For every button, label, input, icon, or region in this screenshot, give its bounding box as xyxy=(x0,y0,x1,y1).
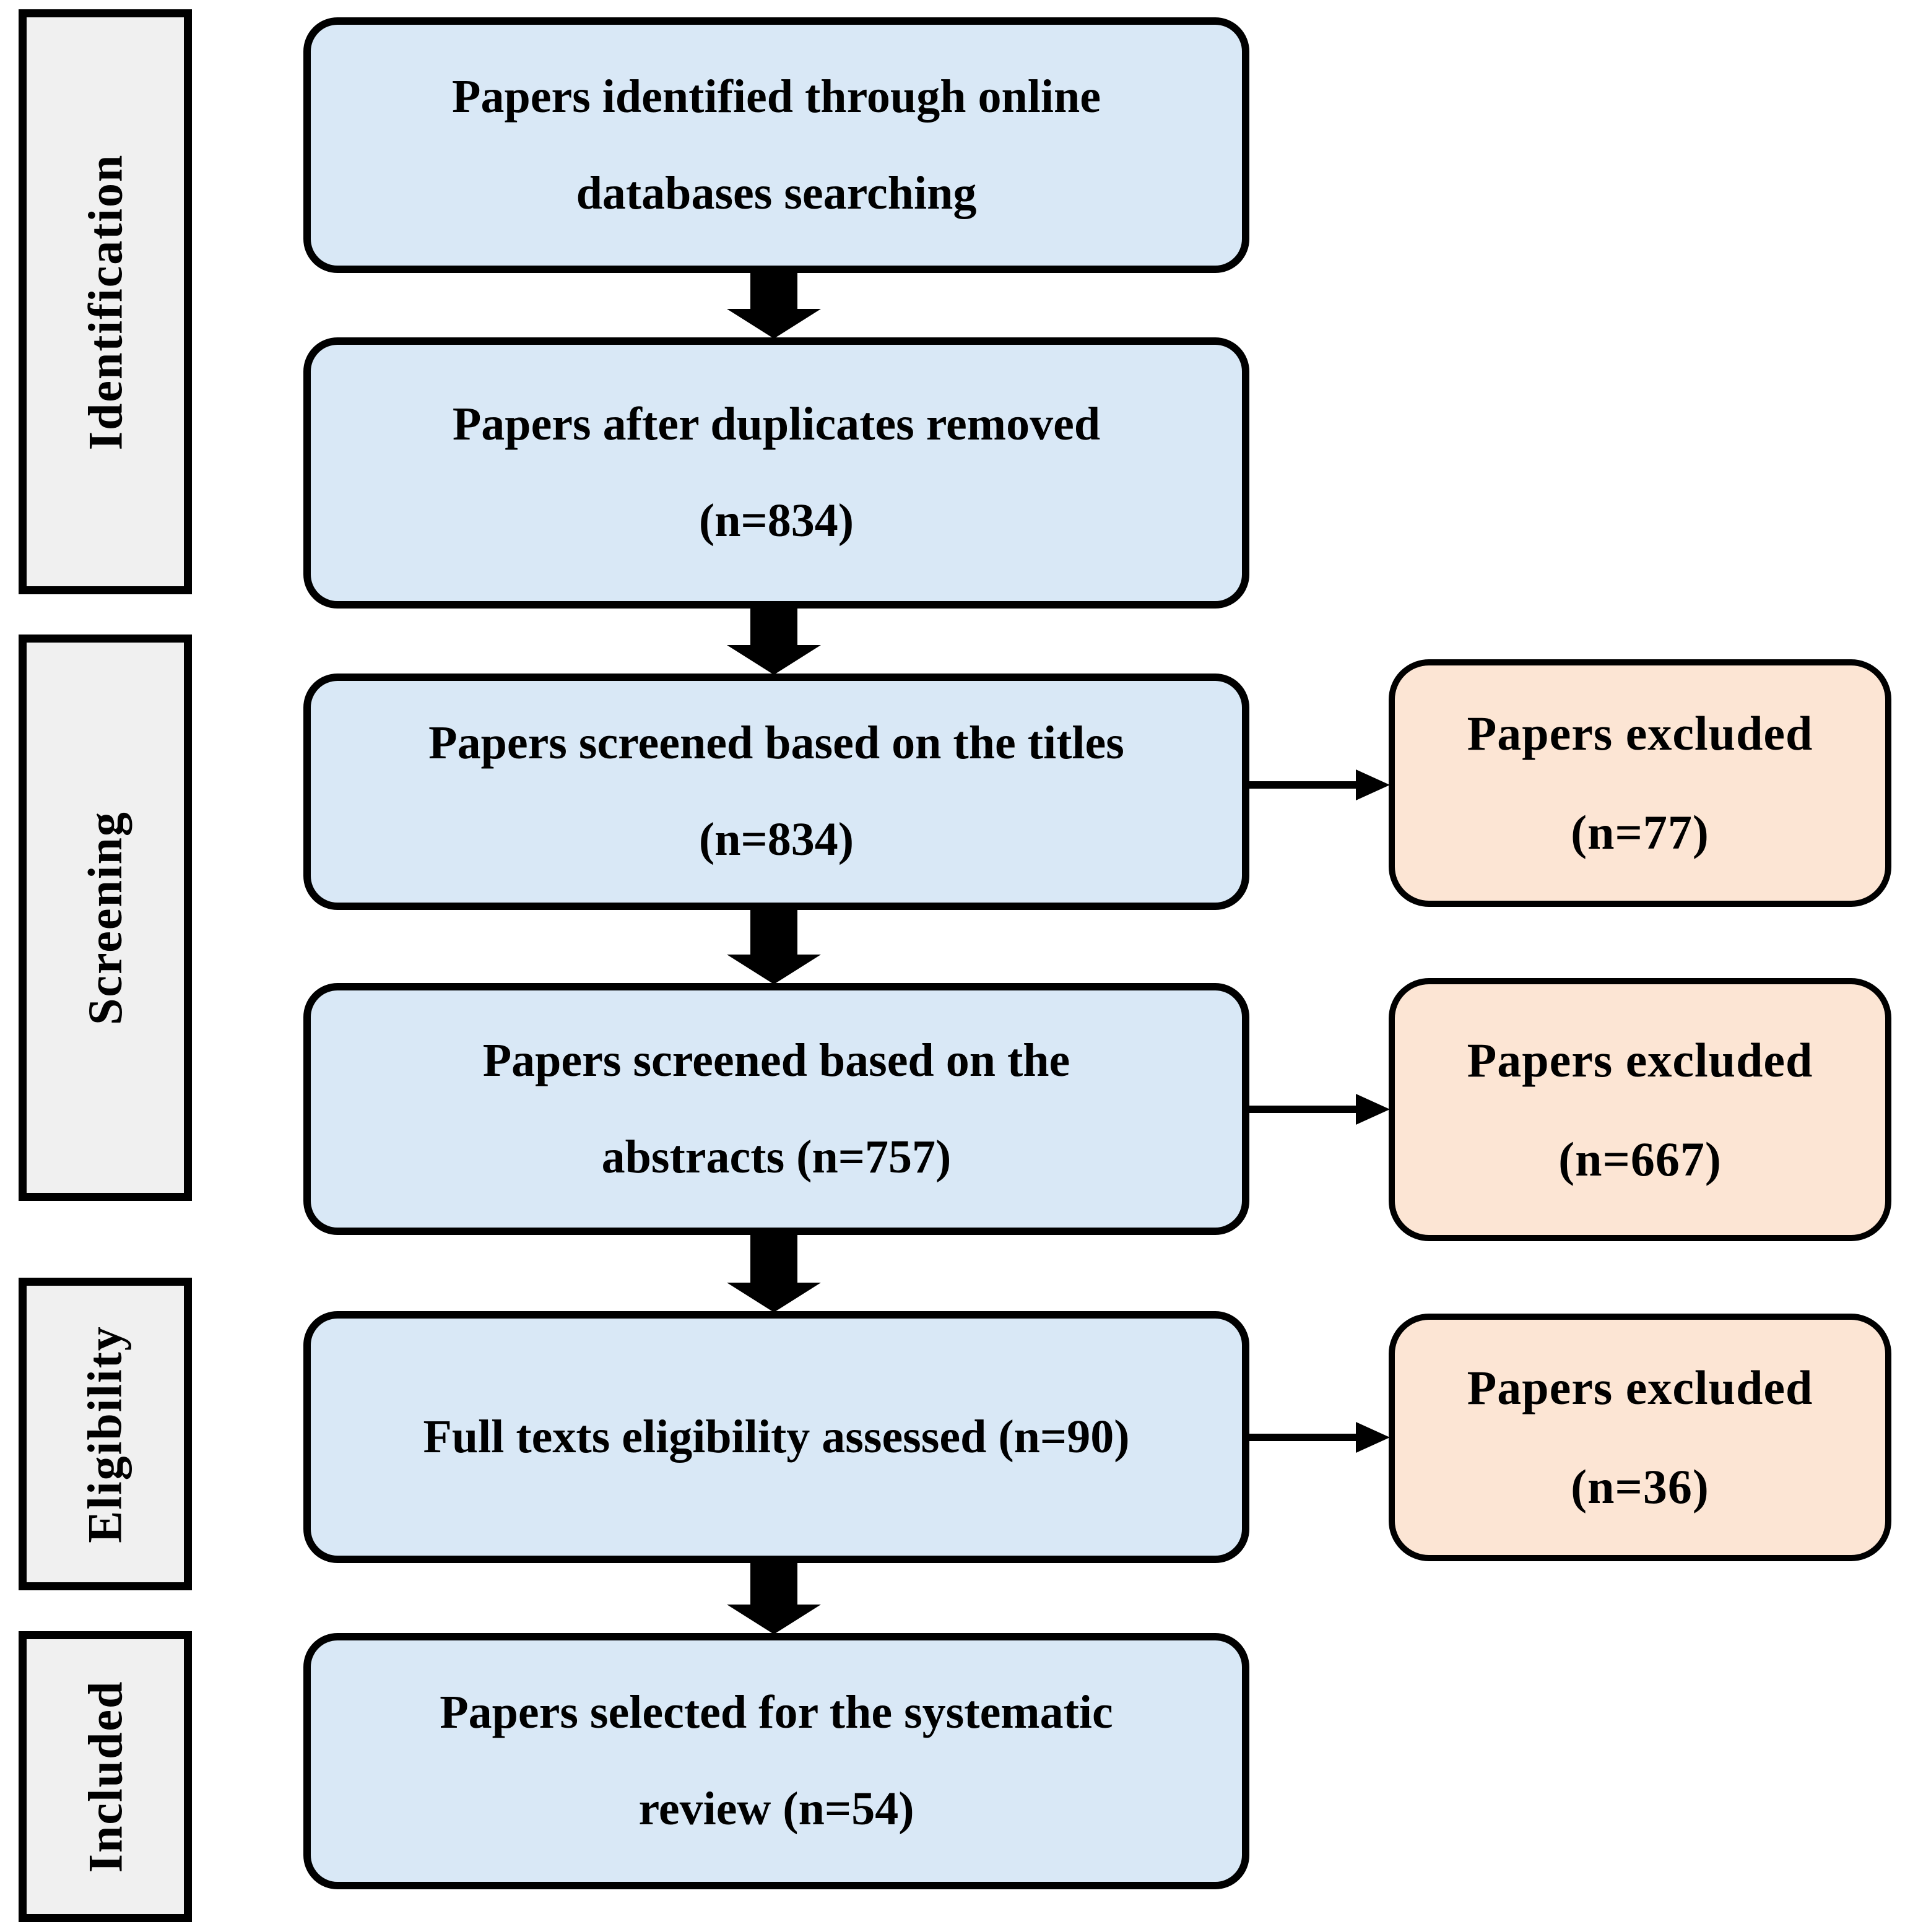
stage-box-screening: Screening xyxy=(19,635,192,1201)
flow-box-text: Full texts eligibility assessed (n=90) xyxy=(423,1410,1130,1463)
excluded-box-text: (n=36) xyxy=(1571,1460,1709,1514)
stage-box-eligibility: Eligibility xyxy=(19,1278,192,1590)
stage-label-included: Included xyxy=(78,1680,132,1873)
excluded-box-fulltext: Papers excluded (n=36) xyxy=(1389,1314,1891,1561)
excluded-box-text: (n=667) xyxy=(1558,1132,1722,1186)
excluded-box-titles: Papers excluded (n=77) xyxy=(1389,659,1891,907)
flow-box-duplicates-removed: Papers after duplicates removed (n=834) xyxy=(303,337,1249,609)
arrow-down-4 xyxy=(727,1232,821,1312)
excluded-box-text: (n=77) xyxy=(1571,805,1709,859)
stage-label-eligibility: Eligibility xyxy=(78,1325,132,1543)
arrow-right-1 xyxy=(1248,769,1390,800)
flow-box-papers-selected: Papers selected for the systematic revie… xyxy=(303,1633,1249,1889)
flow-box-papers-identified: Papers identified through online databas… xyxy=(303,17,1249,273)
flow-box-text: databases searching xyxy=(576,167,977,219)
excluded-box-text: Papers excluded xyxy=(1467,1361,1813,1415)
stage-label-screening: Screening xyxy=(78,810,132,1025)
arrow-down-1 xyxy=(727,271,821,339)
flow-box-title-screening: Papers screened based on the titles (n=8… xyxy=(303,674,1249,910)
flow-box-text: Papers screened based on the xyxy=(482,1034,1070,1086)
flow-box-text: (n=834) xyxy=(698,813,854,865)
excluded-box-text: Papers excluded xyxy=(1467,1033,1813,1087)
flow-box-text: Papers identified through online xyxy=(452,70,1101,123)
arrow-right-2 xyxy=(1248,1094,1390,1125)
excluded-box-abstracts: Papers excluded (n=667) xyxy=(1389,978,1891,1241)
flow-box-fulltext-assessed: Full texts eligibility assessed (n=90) xyxy=(303,1311,1249,1563)
flow-box-text: (n=834) xyxy=(698,495,854,547)
arrow-right-3 xyxy=(1248,1422,1390,1453)
arrow-down-2 xyxy=(727,606,821,675)
arrow-down-5 xyxy=(727,1561,821,1634)
flow-box-text: Papers selected for the systematic xyxy=(440,1686,1113,1739)
stage-label-identification: Identification xyxy=(78,154,132,450)
stage-box-identification: Identification xyxy=(19,9,192,594)
arrow-down-3 xyxy=(727,908,821,984)
excluded-box-text: Papers excluded xyxy=(1467,706,1813,761)
stage-box-included: Included xyxy=(19,1631,192,1922)
flow-box-text: Papers after duplicates removed xyxy=(452,398,1101,451)
flow-box-abstract-screening: Papers screened based on the abstracts (… xyxy=(303,983,1249,1235)
flow-box-text: review (n=54) xyxy=(638,1783,914,1835)
flow-box-text: abstracts (n=757) xyxy=(601,1130,952,1183)
flow-box-text: Papers screened based on the titles xyxy=(428,717,1124,769)
